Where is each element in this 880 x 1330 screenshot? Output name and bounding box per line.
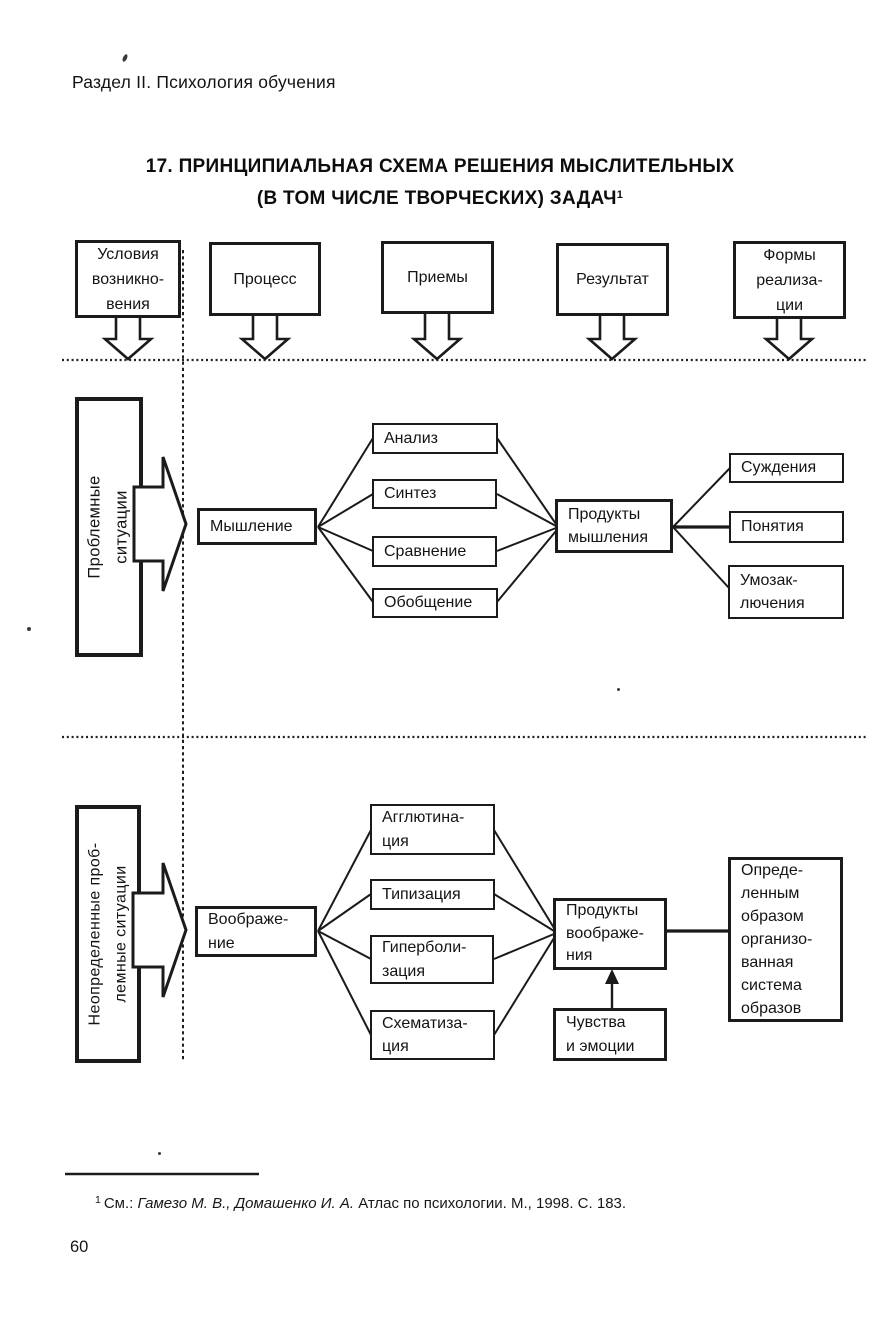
column-down-arrow-icons [101, 308, 816, 361]
label-line: система [741, 977, 802, 994]
technique-box-analysis: Анализ [372, 423, 498, 454]
label-line: Обобщение [384, 594, 473, 612]
source-box-indefinite-problem-situations: Неопределенные проб- лемные ситуации [75, 805, 141, 1063]
column-header-process: Процесс [209, 242, 321, 316]
vertical-label: Проблемные ситуации [82, 475, 136, 578]
label-line: Понятия [741, 518, 804, 536]
result-box-products-of-thinking: Продукты мышления [555, 499, 673, 553]
label-line: ция [382, 832, 409, 850]
scan-speck [617, 688, 620, 691]
column-header-result: Результат [556, 243, 669, 316]
label-line: лючения [740, 595, 805, 612]
title-footnote-marker: 1 [616, 189, 624, 201]
column-header-techniques: Приемы [381, 241, 494, 314]
form-box-organized-system-of-images: Опреде- ленным образом организо- ванная … [728, 857, 843, 1022]
label-line: Продукты [566, 902, 639, 920]
label-line: образов [741, 1000, 802, 1017]
title-line-1: 17. ПРИНЦИПИАЛЬНАЯ СХЕМА РЕШЕНИЯ МЫСЛИТЕ… [145, 156, 735, 177]
label-line: Воображе- [208, 911, 289, 928]
scan-speck [158, 1152, 161, 1155]
label-line: Сравнение [384, 542, 467, 560]
label-line: Анализ [384, 429, 439, 447]
label-line: ния [566, 947, 593, 965]
label-line: реализа- [756, 271, 823, 289]
footnote-marker: 1 [95, 1194, 101, 1206]
page-number: 60 [70, 1238, 89, 1256]
label-line: Продукты [568, 505, 641, 523]
label-line: ванная [741, 954, 794, 971]
technique-box-hyperbolization: Гиперболи- зация [370, 935, 494, 984]
technique-box-comparison: Сравнение [372, 536, 497, 567]
input-box-feelings-and-emotions: Чувства и эмоции [553, 1008, 667, 1061]
down-arrow-icon [238, 308, 292, 361]
label-line: Мышление [210, 517, 293, 535]
label-line: ленным [741, 885, 800, 902]
section-header: Раздел II. Психология обучения [72, 72, 336, 92]
label-line: возникно- [91, 270, 165, 288]
technique-box-schematization: Схематиза- ция [370, 1010, 495, 1060]
label-line: организо- [741, 931, 813, 948]
technique-box-generalization: Обобщение [372, 588, 498, 618]
label-line: Схематиза- [382, 1014, 468, 1032]
process-box-imagination: Воображе- ние [195, 906, 317, 957]
label-line: ции [775, 296, 804, 314]
vertical-label-wrap: Неопределенные проб- лемные ситуации [79, 809, 137, 1059]
scan-speck [27, 627, 31, 631]
label-line: вения [106, 295, 150, 313]
label-line: ция [382, 1038, 409, 1055]
footnote-authors: Гамезо М. В., Домашенко И. А. [137, 1195, 355, 1212]
technique-box-synthesis: Синтез [372, 479, 497, 509]
label-line: Гиперболи- [382, 939, 467, 956]
form-box-judgements: Суждения [729, 453, 844, 483]
label-line: Умозак- [740, 571, 798, 589]
footnote-rest: Атлас по психологии. М., 1998. С. 183. [354, 1195, 627, 1212]
title-line-2-text: (В ТОМ ЧИСЛЕ ТВОРЧЕСКИХ) ЗАДАЧ [256, 188, 617, 209]
title-line-2: (В ТОМ ЧИСЛЕ ТВОРЧЕСКИХ) ЗАДАЧ1 [0, 181, 880, 213]
column-header-conditions: Условия возникно- вения [75, 240, 181, 318]
page-title: 17. ПРИНЦИПИАЛЬНАЯ СХЕМА РЕШЕНИЯ МЫСЛИТЕ… [0, 152, 880, 213]
label-line: мышления [568, 529, 649, 546]
technique-box-typification: Типизация [370, 879, 495, 910]
label-line: Процесс [233, 270, 297, 288]
source-box-problem-situations: Проблемные ситуации [75, 397, 143, 657]
footnote-prefix: См.: [103, 1195, 138, 1212]
process-box-thinking: Мышление [197, 508, 317, 545]
form-box-concepts: Понятия [729, 511, 844, 543]
label-line: Проблемные [86, 475, 104, 579]
label-line: Синтез [384, 485, 437, 503]
label-line: образом [741, 908, 804, 925]
label-line: Результат [576, 271, 649, 288]
column-header-forms: Формы реализа- ции [733, 241, 846, 319]
technique-box-agglutination: Агглютина- ция [370, 804, 495, 855]
label-line: ние [208, 934, 235, 952]
scan-speck [121, 53, 129, 63]
form-box-inferences: Умозак- лючения [728, 565, 844, 619]
label-line: Приемы [407, 269, 468, 286]
label-line: Опреде- [741, 862, 804, 879]
result-box-products-of-imagination: Продукты воображе- ния [553, 898, 667, 970]
label-line: Условия [97, 245, 159, 263]
label-line: воображе- [566, 924, 645, 942]
label-line: Неопределенные проб- [86, 842, 103, 1026]
label-line: зация [382, 962, 425, 980]
down-arrow-icon [585, 308, 639, 361]
vertical-label: Неопределенные проб- лемные ситуации [82, 843, 134, 1026]
label-line: Агглютина- [382, 809, 465, 826]
label-line: Формы [763, 246, 816, 264]
label-line: и эмоции [566, 1037, 635, 1055]
down-arrow-icon [410, 308, 464, 361]
emotions-up-arrow-icon [605, 969, 619, 1008]
label-line: Типизация [382, 885, 461, 903]
vertical-label-wrap: Проблемные ситуации [79, 401, 139, 653]
imagination-row-lines [317, 829, 729, 1036]
label-line: Чувства [566, 1014, 626, 1031]
label-line: Суждения [741, 459, 817, 477]
label-line: лемные ситуации [112, 865, 129, 1003]
label-line: ситуации [113, 490, 131, 564]
